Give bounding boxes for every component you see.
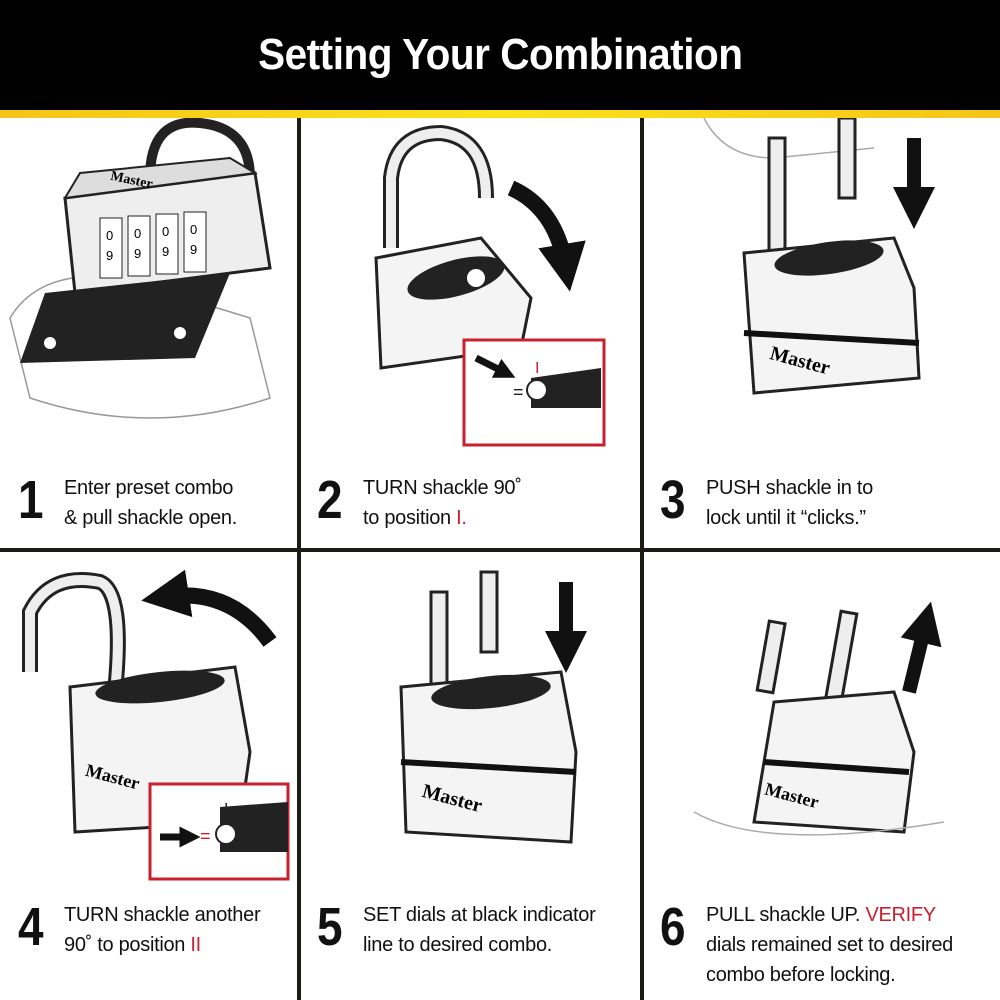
step-3-caption: 3 PUSH shackle in to lock until it “click… [660,473,873,533]
combination-dials: 0 9 0 9 0 9 0 9 [99,211,207,279]
yellow-stripe [0,110,1000,118]
header-banner: Setting Your Combination [0,0,1000,110]
step-number: 2 [317,470,343,530]
lock-set-dials-illustration: Master [399,570,587,844]
step-1-caption: 1 Enter preset combo & pull shackle open. [18,473,237,533]
page-title: Setting Your Combination [257,30,743,79]
position-marker: II [190,934,201,956]
step-text: & pull shackle open. [64,507,238,529]
pointer-arrow-icon [474,354,516,378]
step-text: TURN shackle 90˚ [363,477,522,499]
step-number: 3 [660,470,686,530]
divider [297,118,301,1000]
step-4-caption: 4 TURN shackle another 90˚ to position II [18,897,261,960]
step-text: combo before locking. [706,964,896,986]
step-text: Enter preset combo [64,477,234,499]
lock-pull-illustration: Master [693,601,945,836]
step-5-panel: Master 5 SET dials at black indicator lin… [301,552,640,1000]
divider [640,118,644,1000]
step-2-caption: 2 TURN shackle 90˚ to position I. [317,473,522,533]
svg-text:9: 9 [134,246,141,261]
step-text: 90˚ to position [64,934,191,956]
step-text: PULL shackle UP. [706,904,866,926]
step-text: PUSH shackle in to [706,477,873,499]
step-text: line to desired combo. [363,934,553,956]
svg-text:=: = [513,382,524,402]
step-6-panel: Master 6 PULL shackle UP. VERIFY dials re… [644,552,1000,1000]
lock-dials-illustration: Master 09 09 09 09 [9,118,272,419]
svg-text:9: 9 [106,248,113,263]
step-text: SET dials at black indicator [363,904,596,926]
position-marker: I. [456,507,467,529]
step-number: 6 [660,897,686,957]
step-number: 4 [18,897,44,957]
svg-text:I: I [224,801,228,818]
verify-highlight: VERIFY [865,904,936,926]
rotate-arrow-icon [141,569,277,647]
svg-text:=: = [200,826,211,846]
step-text: TURN shackle another [64,904,261,926]
step-text: to position [363,507,457,529]
rotate-arrow-icon [507,180,586,292]
step-4-panel: Master = I 4 TURN shackle another 90˚ to … [0,552,297,1000]
step-5-caption: 5 SET dials at black indicator line to de… [317,897,596,960]
svg-text:I: I [535,360,539,377]
step-3-panel: Master 3 PUSH shackle in to lock until it… [644,118,1000,548]
divider [0,548,1000,552]
svg-text:0: 0 [134,226,141,241]
step-2-panel: = I 2 TURN shackle 90˚ to position I. [301,118,640,548]
up-arrow-icon [900,601,942,694]
lock-turn-illustration: = I [374,124,606,447]
step-number: 1 [18,470,44,530]
step-text: dials remained set to desired [706,934,953,956]
svg-text:9: 9 [162,244,169,259]
step-6-caption: 6 PULL shackle UP. VERIFY dials remained … [660,900,953,990]
svg-text:0: 0 [106,228,113,243]
step-number: 5 [317,897,343,957]
lock-push-illustration: Master [703,118,935,395]
svg-text:9: 9 [190,242,197,257]
svg-text:0: 0 [162,224,169,239]
svg-text:0: 0 [190,222,197,237]
step-text: lock until it “clicks.” [706,507,866,529]
lock-turn-again-illustration: Master = I [22,569,290,881]
